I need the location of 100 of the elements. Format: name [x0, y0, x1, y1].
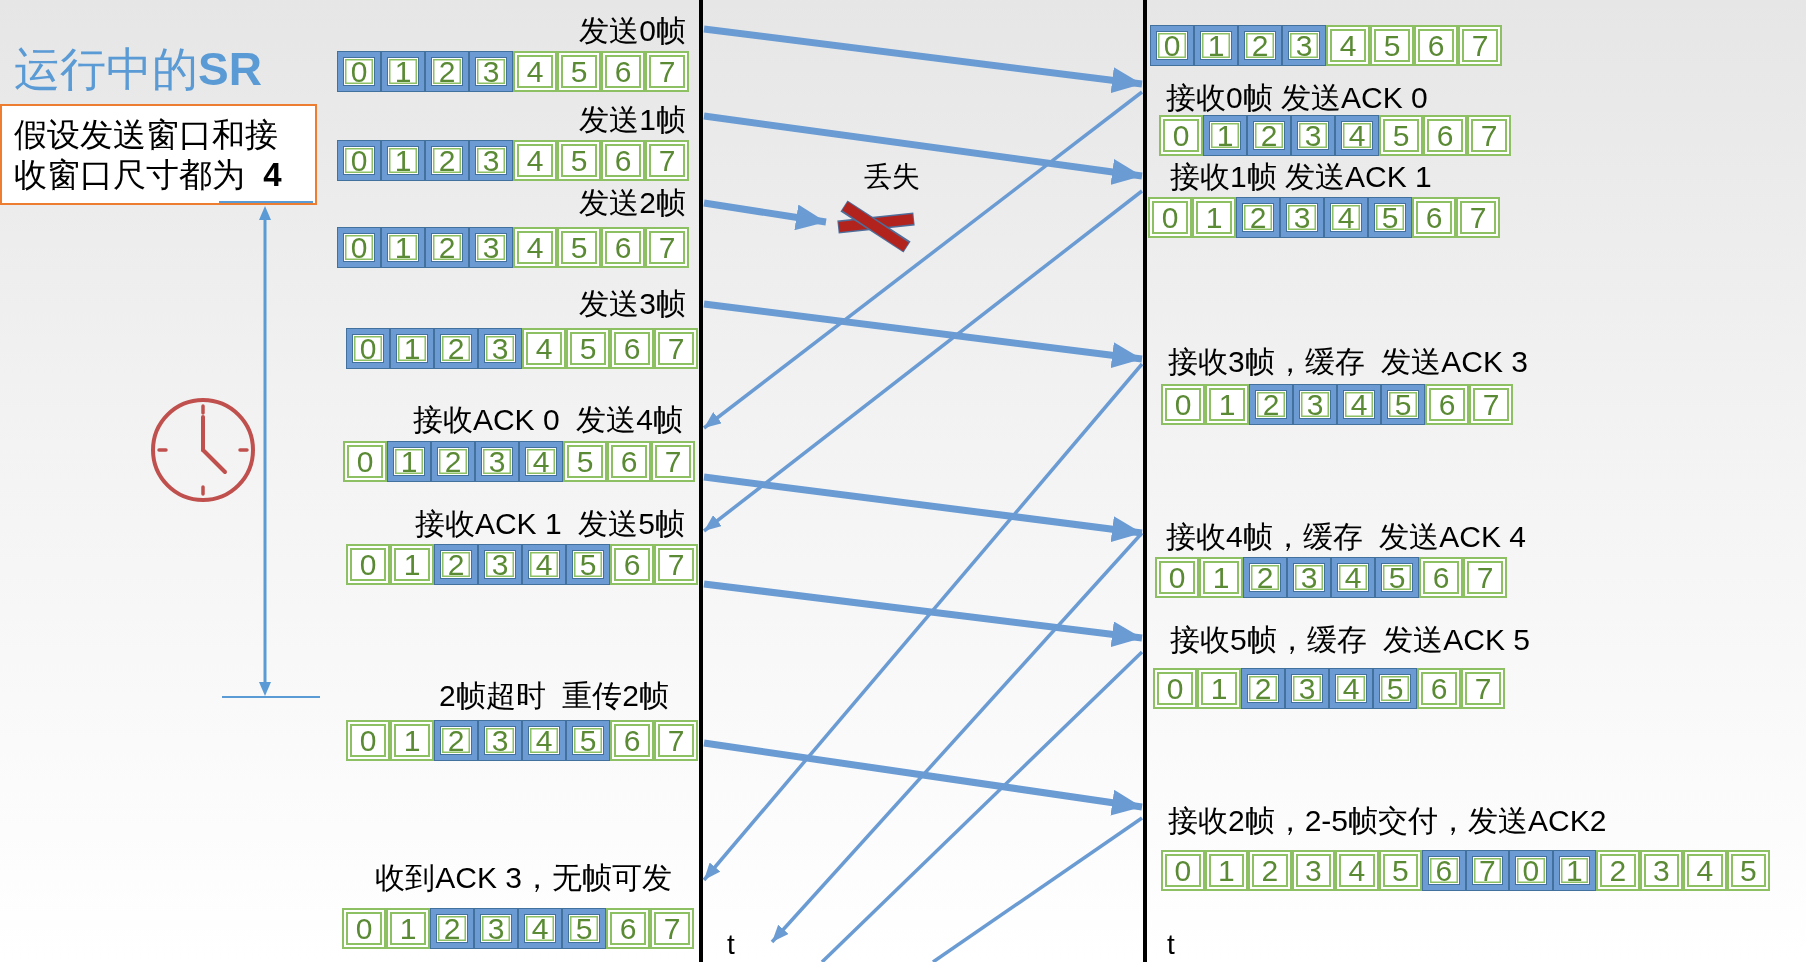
arrow — [702, 362, 1144, 882]
sequence-cell: 2 — [425, 51, 469, 92]
event-label: 发送3帧 — [579, 287, 686, 321]
sequence-cell: 7 — [654, 328, 698, 369]
sequence-cell: 4 — [1335, 115, 1379, 156]
sequence-cell: 0 — [337, 140, 381, 181]
sequence-cell: 1 — [1194, 25, 1238, 66]
sequence-cell: 3 — [1291, 850, 1335, 891]
sequence-cell: 1 — [387, 441, 431, 482]
sequence-cell: 7 — [1469, 384, 1513, 425]
sequence-cell: 6 — [1412, 197, 1456, 238]
sequence-cell: 5 — [1370, 25, 1414, 66]
sequence-cell: 3 — [475, 441, 519, 482]
sequence-cell: 4 — [513, 51, 557, 92]
sequence-cell: 5 — [1368, 197, 1412, 238]
sequence-cell: 0 — [343, 441, 387, 482]
sequence-cell: 6 — [607, 441, 651, 482]
sequence-cell: 6 — [610, 328, 654, 369]
sequence-cell: 6 — [610, 720, 654, 761]
sequence-cell: 4 — [522, 544, 566, 585]
sequence-cell: 4 — [513, 140, 557, 181]
sequence-cell: 3 — [1287, 557, 1331, 598]
sequence-cell: 6 — [1425, 384, 1469, 425]
sequence-cell: 5 — [1379, 115, 1423, 156]
sequence-cell: 4 — [1683, 850, 1727, 891]
sequence-cell: 0 — [337, 227, 381, 268]
sequence-cell: 7 — [645, 227, 689, 268]
sequence-cell: 5 — [1378, 850, 1422, 891]
event-label: 接收5帧，缓存 发送ACK 5 — [1170, 623, 1531, 657]
event-label: 接收2帧，2-5帧交付，发送ACK2 — [1168, 804, 1607, 838]
sequence-cell: 2 — [1249, 384, 1293, 425]
sequence-cell: 0 — [1153, 668, 1197, 709]
sequence-cell: 6 — [601, 227, 645, 268]
sequence-cell: 4 — [1337, 384, 1381, 425]
sequence-cell: 7 — [651, 441, 695, 482]
sequence-cell: 1 — [381, 140, 425, 181]
sequence-cell: 0 — [1159, 115, 1203, 156]
arrow — [703, 112, 1143, 185]
sequence-cell: 1 — [381, 227, 425, 268]
sequence-cell: 7 — [654, 720, 698, 761]
note-box: 假设发送窗口和接收窗口尺寸都为 4 — [0, 104, 317, 205]
event-label: 发送1帧 — [579, 103, 686, 137]
sequence-cell: 7 — [1465, 850, 1509, 891]
sequence-cell: 3 — [1285, 668, 1329, 709]
sequence-cell: 0 — [1150, 25, 1194, 66]
sequence-cell: 2 — [425, 227, 469, 268]
sequence-cell: 4 — [1329, 668, 1373, 709]
sequence-cell: 4 — [522, 720, 566, 761]
sequence-cell: 3 — [469, 227, 513, 268]
sequence-cell: 3 — [1293, 384, 1337, 425]
sequence-cell: 1 — [1192, 197, 1236, 238]
sequence-cell: 2 — [1596, 850, 1640, 891]
sequence-cell: 3 — [478, 544, 522, 585]
sequence-cell: 1 — [1199, 557, 1243, 598]
sequence-cell: 5 — [566, 720, 610, 761]
sequence-cell: 6 — [601, 140, 645, 181]
sequence-cell: 3 — [1291, 115, 1335, 156]
event-label: 接收4帧，缓存 发送ACK 4 — [1166, 520, 1527, 554]
sequence-cell: 7 — [1461, 668, 1505, 709]
sequence-cell: 5 — [557, 51, 601, 92]
sequence-cell: 5 — [563, 441, 607, 482]
sequence-cell: 4 — [519, 441, 563, 482]
sequence-cell: 7 — [1467, 115, 1511, 156]
event-label: 发送2帧 — [579, 186, 686, 220]
sequence-cell: 4 — [522, 328, 566, 369]
sequence-cell: 0 — [1509, 850, 1553, 891]
arrow — [703, 25, 1143, 94]
event-label: 发送0帧 — [579, 14, 686, 48]
sequence-cell: 1 — [386, 908, 430, 949]
sequence-cell: 6 — [1414, 25, 1458, 66]
sequence-cell: 0 — [346, 328, 390, 369]
sequence-cell: 2 — [1238, 25, 1282, 66]
sequence-cell: 6 — [1419, 557, 1463, 598]
sequence-cell: 7 — [650, 908, 694, 949]
event-label: 接收0帧 发送ACK 0 — [1166, 81, 1428, 115]
sequence-cell: 0 — [346, 544, 390, 585]
sequence-cell: 2 — [434, 544, 478, 585]
arrow — [703, 300, 1143, 369]
sequence-cell: 1 — [390, 328, 434, 369]
sequence-cell: 4 — [1335, 850, 1379, 891]
sequence-cell: 1 — [1197, 668, 1241, 709]
sequence-cell: 6 — [601, 51, 645, 92]
arrow — [703, 739, 1143, 816]
sequence-cell: 3 — [1639, 850, 1683, 891]
sequence-cell: 5 — [1381, 384, 1425, 425]
sequence-cell: 2 — [431, 441, 475, 482]
sequence-cell: 5 — [557, 227, 601, 268]
sequence-cell: 6 — [1423, 115, 1467, 156]
sequence-cell: 0 — [342, 908, 386, 949]
sequence-cell: 5 — [566, 328, 610, 369]
sequence-cell: 1 — [390, 544, 434, 585]
event-label: 2帧超时 重传2帧 — [438, 679, 669, 713]
sequence-cell: 7 — [1456, 197, 1500, 238]
sequence-cell: 3 — [1280, 197, 1324, 238]
axis-label: t — [727, 928, 735, 962]
sequence-cell: 3 — [469, 51, 513, 92]
sequence-cell: 0 — [346, 720, 390, 761]
sequence-cell: 2 — [1236, 197, 1280, 238]
event-label: 接收ACK 0 发送4帧 — [412, 403, 683, 437]
event-label: 接收ACK 1 发送5帧 — [414, 507, 685, 541]
